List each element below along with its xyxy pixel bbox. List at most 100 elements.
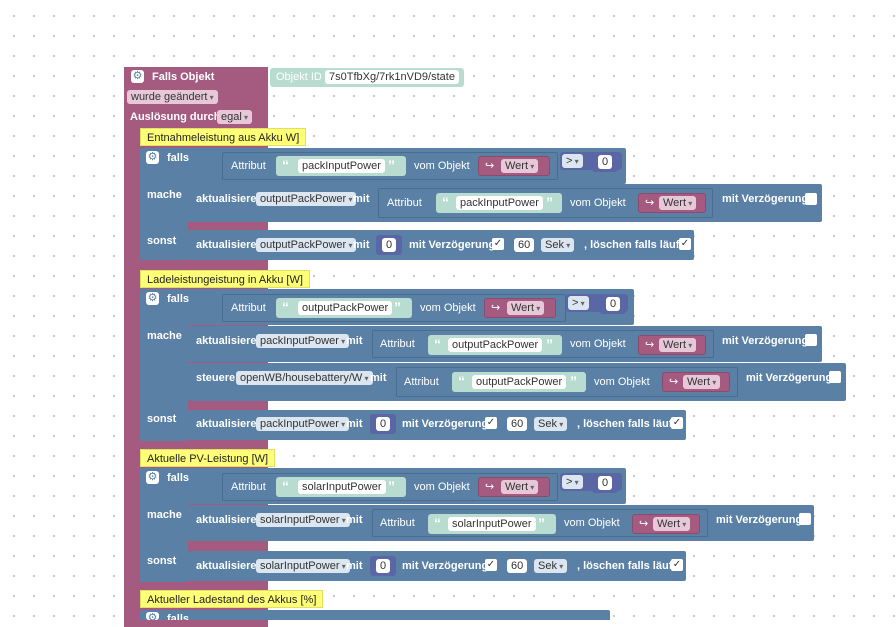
wert-dropdown[interactable]: Wert [659,196,697,210]
vom-objekt-label: vom Objekt [414,481,470,493]
trigger-gear-icon[interactable]: ⚙ [131,70,144,83]
string-value[interactable]: solarInputPower [448,517,536,531]
close-quote-icon: ” [388,478,395,494]
unit-dropdown[interactable]: Sek [534,559,568,573]
verzoegerung-checkbox[interactable] [805,193,817,205]
string-block-2-cond[interactable]: “ outputPackPower ” [276,298,412,318]
open-quote-icon: “ [442,194,449,210]
comment-block-1[interactable]: Entnahmeleistung aus Akku W] [140,128,307,146]
operator-dropdown-2[interactable]: > [568,296,589,310]
value-block-2-then[interactable]: ↪ Wert [638,335,706,355]
string-block-2-then[interactable]: “ outputPackPower ” [428,335,562,355]
wert-dropdown[interactable]: Wert [653,517,691,531]
loeschen-checkbox-checked[interactable]: ✓ [671,559,683,571]
number-field[interactable]: 0 [598,476,612,490]
update-target-dropdown[interactable]: solarInputPower [256,559,350,573]
unit-dropdown[interactable]: Sek [534,417,568,431]
verzoegerung-checkbox[interactable] [799,513,811,525]
string-value[interactable]: packInputPower [298,159,385,173]
comment-block-3[interactable]: Aktuelle PV-Leistung [W] [140,449,276,467]
string-block-3-cond[interactable]: “ solarInputPower ” [276,477,406,497]
number-block-3-else[interactable]: 0 [370,556,396,576]
verzoegerung-checkbox[interactable] [805,334,817,346]
number-field[interactable]: 0 [376,559,390,573]
number-block-2-else[interactable]: 0 [370,414,396,434]
if-4-falls-label-clip: falls [167,612,191,620]
wert-dropdown[interactable]: Wert [501,159,539,173]
number-field[interactable]: 0 [376,417,390,431]
update-target-dropdown[interactable]: packInputPower [256,334,350,348]
mit-label: mit [353,193,370,205]
attr-label: Attribut [380,517,415,529]
value-block-3-cond[interactable]: ↪ Wert [478,477,550,497]
value-block-1-then[interactable]: ↪ Wert [638,193,706,213]
if-2-sonst-label: sonst [147,413,177,425]
if-1-falls-label: falls [167,152,190,164]
loeschen-checkbox-checked[interactable]: ✓ [671,417,683,429]
number-block-2[interactable]: 0 [600,294,626,314]
string-block-2-steuere[interactable]: “ outputPackPower ” [452,372,586,392]
value-block-1-cond[interactable]: ↪ Wert [478,156,550,176]
wert-dropdown[interactable]: Wert [507,301,545,315]
if-2-gear-icon[interactable]: ⚙ [146,292,159,305]
open-quote-icon: “ [434,515,441,531]
wert-dropdown[interactable]: Wert [659,338,697,352]
string-value[interactable]: outputPackPower [472,375,567,389]
number-field[interactable]: 0 [606,297,620,311]
value-block-2-steuere[interactable]: ↪ Wert [662,372,730,392]
update-target-dropdown[interactable]: outputPackPower [256,192,357,206]
changed-dropdown[interactable]: wurde geändert [127,90,218,104]
value-block-3-then[interactable]: ↪ Wert [632,514,700,534]
if-1-gear-icon[interactable]: ⚙ [146,151,159,164]
steuere-label: steuere [196,372,236,384]
number-block-1-else[interactable]: 0 [376,235,402,255]
update-target-dropdown[interactable]: outputPackPower [256,238,357,252]
if-3-mache-label: mache [147,509,182,521]
if-3-gear-icon[interactable]: ⚙ [146,471,159,484]
objekt-id-field[interactable]: 7s0TfbXg/7rk1nVD9/state [325,70,459,84]
comment-block-4[interactable]: Aktueller Ladestand des Akkus [%] [140,590,324,608]
ausloesung-dropdown[interactable]: egal [217,110,253,124]
update-target-dropdown[interactable]: packInputPower [256,417,350,431]
vom-objekt-label: vom Objekt [594,376,650,388]
close-quote-icon: ” [570,373,577,389]
steuere-target-dropdown[interactable]: openWB/housebattery/W [236,371,373,385]
attr-label: Attribut [380,338,415,350]
verzoegerung-checkbox[interactable] [829,371,841,383]
if-2-mache-label: mache [147,330,182,342]
string-value[interactable]: outputPackPower [298,301,393,315]
string-value[interactable]: solarInputPower [298,480,386,494]
operator-dropdown-1[interactable]: > [562,154,583,168]
if-4-gear-icon[interactable]: ⚙ [146,612,159,620]
number-field[interactable]: 0 [382,238,396,252]
if-3-sonst-label: sonst [147,555,177,567]
string-block-3-then[interactable]: “ solarInputPower ” [428,514,556,534]
number-block-1[interactable]: 0 [592,152,618,172]
number-field[interactable]: 0 [598,155,612,169]
delay-field[interactable]: 60 [507,417,528,431]
wert-dropdown[interactable]: Wert [501,480,539,494]
aktualisiere-label: aktualisiere [196,418,257,430]
operator-dropdown-3[interactable]: > [562,475,583,489]
string-block-1-then[interactable]: “ packInputPower ” [436,193,562,213]
unit-dropdown[interactable]: Sek [541,238,575,252]
delay-field[interactable]: 60 [514,238,535,252]
if-block-4-falls-row[interactable] [140,610,610,620]
string-value[interactable]: outputPackPower [448,338,543,352]
close-quote-icon: ” [546,194,553,210]
delay-field[interactable]: 60 [507,559,528,573]
open-quote-icon: “ [282,157,289,173]
string-block-1-cond[interactable]: “ packInputPower ” [276,156,406,176]
comment-block-2[interactable]: Ladeleistungeistung in Akku [W] [140,270,310,288]
verzoegerung-checkbox-checked[interactable]: ✓ [492,238,504,250]
loeschen-checkbox-checked[interactable]: ✓ [679,238,691,250]
verzoegerung-checkbox-checked[interactable]: ✓ [485,559,497,571]
number-block-3[interactable]: 0 [592,473,618,493]
string-value[interactable]: packInputPower [456,196,543,210]
verzoegerung-checkbox-checked[interactable]: ✓ [485,417,497,429]
aktualisiere-label: aktualisiere [196,514,257,526]
wert-dropdown[interactable]: Wert [683,375,721,389]
value-block-2-cond[interactable]: ↪ Wert [484,298,556,318]
vom-objekt-label: vom Objekt [564,517,620,529]
update-target-dropdown[interactable]: solarInputPower [256,513,350,527]
